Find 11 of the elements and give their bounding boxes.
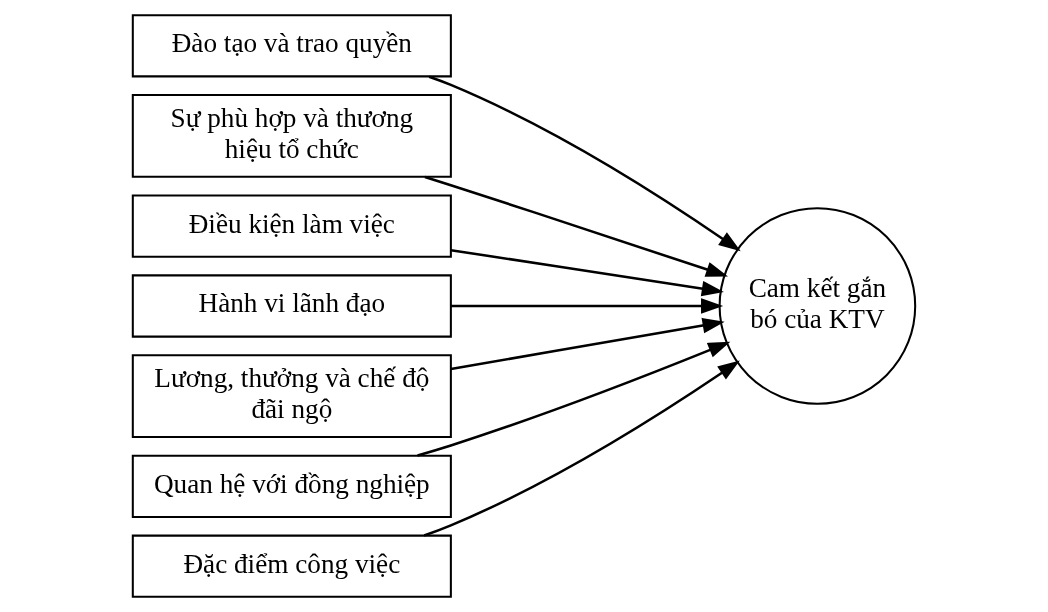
node-box: Đặc điểm công việc bbox=[131, 534, 452, 598]
node-box: Hành vi lãnh đạo bbox=[131, 274, 452, 338]
node-box: Đào tạo và trao quyền bbox=[131, 14, 452, 78]
arrow bbox=[428, 75, 741, 252]
node-box: Sự phù hợp và thương hiệu tổ chức bbox=[131, 94, 452, 178]
arrow bbox=[450, 248, 724, 297]
node-box: Quan hệ với đồng nghiệp bbox=[131, 454, 452, 518]
arrow bbox=[450, 298, 724, 314]
node-box: Điều kiện làm việc bbox=[131, 194, 452, 258]
arrow bbox=[450, 317, 725, 371]
node-box: Lương, thưởng và chế độ đãi ngộ bbox=[131, 354, 452, 438]
